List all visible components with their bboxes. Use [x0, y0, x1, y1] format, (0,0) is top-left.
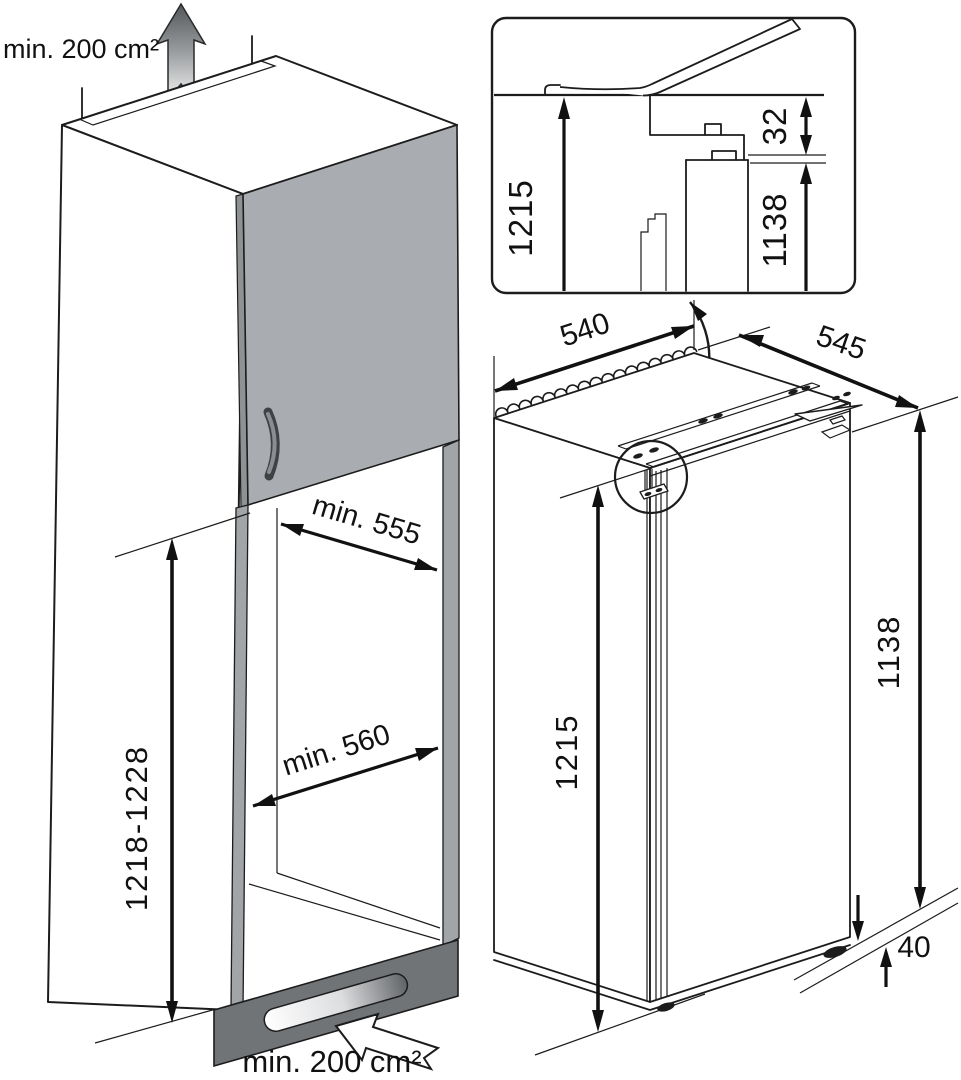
detail-inset: 1215 32 1138: [490, 16, 857, 295]
dim-foot-height: 40: [852, 895, 931, 987]
appliance-door-face: [649, 402, 851, 1003]
dim-niche-height: 1218-1228: [94, 512, 251, 1044]
dim-detail-hinge-gap-label: 32: [756, 107, 793, 146]
floor-line: [534, 993, 706, 1056]
dim-niche-width-label: min. 560: [278, 718, 394, 782]
floor-line: [799, 902, 959, 994]
dim-detail-overall-height-label: 1215: [502, 179, 539, 256]
appliance-foot: [823, 946, 847, 958]
magnifier-circle: [613, 439, 689, 515]
detail-frame: [490, 16, 857, 295]
condenser-coil: [494, 346, 698, 417]
dim-niche-width: min. 560: [252, 718, 439, 808]
top-ventilation-arrow-icon: [155, 2, 207, 103]
dim-detail-overall-height: 1215: [502, 97, 570, 291]
dim-appliance-width-label: 540: [556, 307, 614, 354]
dim-appliance-depth-label: 545: [812, 319, 870, 367]
dim-appliance-overall-height-label: 1215: [549, 714, 584, 791]
dim-detail-appliance-height: 1138: [750, 162, 826, 291]
bracket-tab: [704, 123, 722, 136]
niche-floor-back-edge: [276, 872, 441, 929]
dim-niche-depth-label: min. 555: [309, 489, 425, 551]
corner-bracket: [633, 447, 669, 500]
bottom-ventilation-label: min. 200 cm²: [242, 1044, 421, 1079]
dim-appliance-overall-height: 1215: [549, 467, 653, 1032]
door-edge-steps: [640, 213, 667, 291]
dim-detail-appliance-height-label: 1138: [756, 193, 793, 268]
dim-foot-height-label: 40: [897, 931, 930, 964]
door-handle-highlight: [266, 412, 277, 474]
plinth-vent-slot: [263, 973, 409, 1032]
cabinet-illustration: min. 200 cm² min. 200 cm²: [3, 2, 460, 1079]
mounting-rail: [617, 382, 849, 468]
bottom-ventilation-arrow-icon: [334, 1012, 441, 1071]
door-top-gap-line: [649, 410, 851, 477]
mounting-bracket: [649, 94, 745, 161]
furniture-door-flap: [559, 18, 801, 97]
top-ventilation-label: min. 200 cm²: [3, 34, 159, 64]
dim-appliance-body-height-label: 1138: [871, 615, 906, 690]
dim-appliance-body-height: 1138: [871, 410, 926, 909]
niche-right-pillar: [442, 439, 460, 948]
hinge-bracket: [794, 391, 863, 439]
appliance-illustration: 540 545 1215 1138: [493, 300, 959, 1056]
base-edge-line: [493, 944, 851, 1011]
top-vent-channel: [78, 60, 277, 126]
door-edge-lines: [646, 468, 668, 1001]
appliance-bottom-plane-line: [793, 887, 959, 981]
dim-niche-height-label: 1218-1228: [119, 745, 154, 911]
worktop-lip: [544, 84, 561, 96]
bracket-foot: [711, 150, 737, 161]
appliance-side-face: [493, 417, 651, 1003]
niche-floor-front-edge: [248, 883, 441, 941]
dim-niche-depth: min. 555: [280, 489, 438, 572]
dim-detail-hinge-gap: 32: [748, 97, 826, 156]
